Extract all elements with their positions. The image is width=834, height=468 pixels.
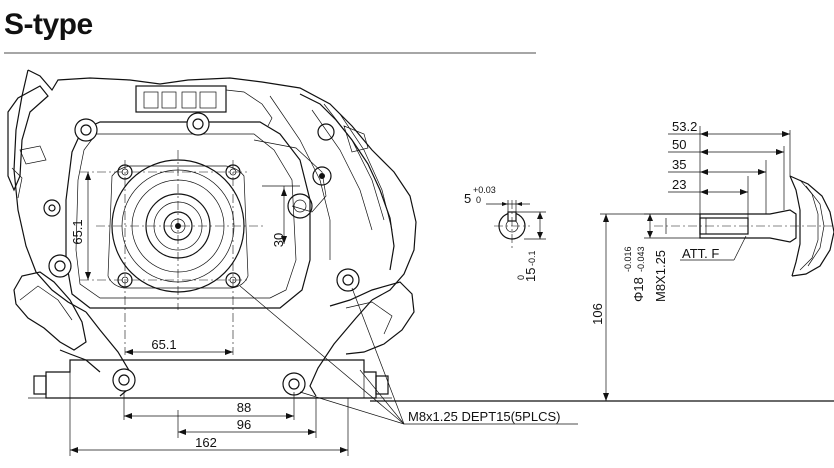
label-65-1-horizontal: 65.1 [151, 337, 176, 352]
label-key-width: 5 [464, 191, 471, 206]
label-50: 50 [672, 137, 686, 152]
label-53-2: 53.2 [672, 119, 697, 134]
diagram-title: S-type [4, 8, 93, 41]
mount-hole [186, 112, 210, 136]
label-key-width-tol-lower: 0 [476, 195, 481, 205]
label-key-depth-tol-lower: -0.1 [527, 250, 537, 266]
keyway-section: 5 +0.03 0 15 0 -0.1 [464, 185, 546, 282]
label-96: 96 [237, 417, 251, 432]
label-106: 106 [590, 303, 605, 325]
mount-hole [48, 254, 72, 278]
label-shaft-tol-lower: -0.043 [636, 246, 646, 272]
mount-hole [112, 368, 136, 392]
dim-96: 96 [177, 398, 317, 438]
dim-30: 30 [262, 185, 300, 247]
label-shaft-thread: M8X1.25 [653, 250, 668, 302]
dim-65-1-vertical: 65.1 [70, 172, 91, 280]
label-88: 88 [237, 400, 251, 415]
mount-hole [336, 268, 360, 292]
label-35: 35 [672, 157, 686, 172]
dim-65-1-horizontal: 65.1 [125, 337, 233, 355]
mount-hole [74, 118, 98, 142]
engine-front-view [7, 69, 834, 402]
label-shaft-dia: Φ18 [631, 277, 646, 302]
label-key-depth: 15 [523, 268, 538, 282]
mount-hole-leaders: M8x1.25 DEPT15(5PLCS) [239, 285, 578, 425]
mount-holes-callout: M8x1.25 DEPT15(5PLCS) [408, 409, 560, 424]
label-key-width-tol-upper: +0.03 [473, 185, 496, 195]
dim-88: 88 [123, 392, 295, 420]
label-23: 23 [672, 177, 686, 192]
att-callout: ATT. F [682, 246, 719, 261]
label-65-1-vertical: 65.1 [70, 219, 85, 244]
label-30: 30 [271, 233, 286, 247]
label-shaft-tol-upper: -0.016 [623, 246, 633, 272]
mount-hole [43, 199, 61, 217]
shaft-side-view: 53.2 50 35 23 Φ18 -0.016 -0.043 M8X1.25 … [590, 119, 834, 401]
mount-hole [282, 372, 306, 396]
label-key-depth-tol-upper: 0 [516, 275, 526, 280]
dim-162: 162 [69, 398, 349, 456]
label-162: 162 [195, 435, 217, 450]
